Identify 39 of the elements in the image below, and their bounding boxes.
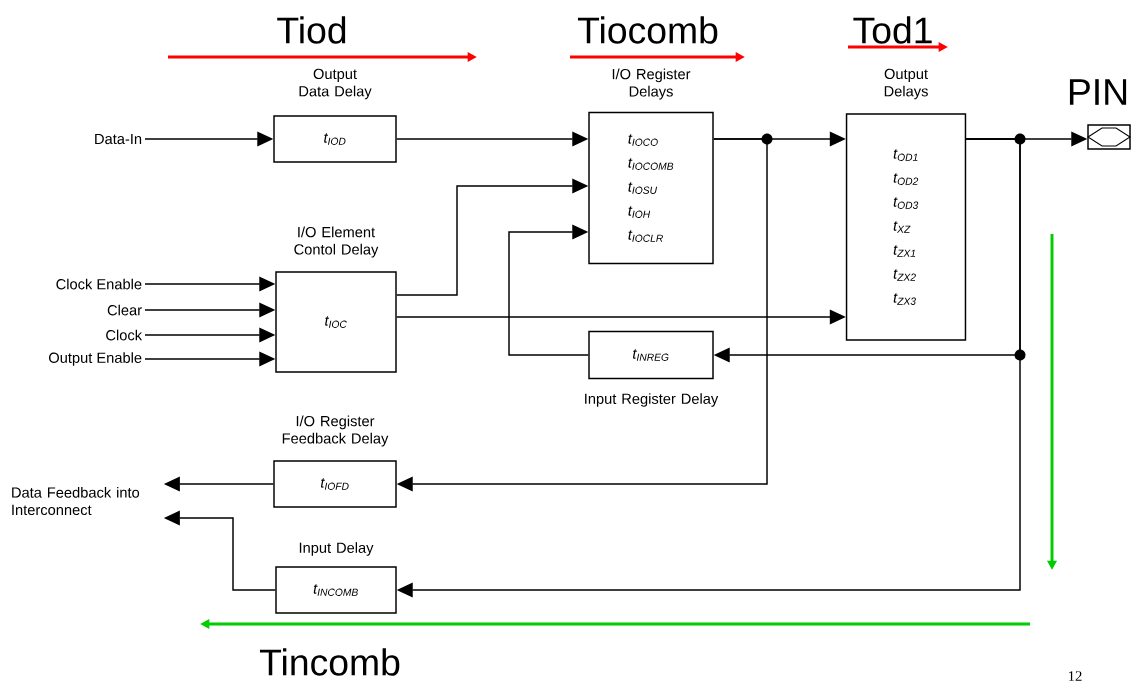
node-label: t$_{OD1}$: [893, 149, 918, 161]
box-heading: I/O Register Delays: [612, 68, 691, 100]
node-label: t$_{IOH}$: [628, 206, 651, 218]
box-heading: Output Data Delay: [299, 68, 372, 100]
delay-box: t$_{IOFD}$: [273, 460, 397, 508]
node-label: t$_{OD2}$: [893, 173, 919, 185]
node-label: t$_{OD3}$: [893, 197, 919, 209]
arrow: [508, 224, 589, 356]
box-heading: Input Delay: [299, 542, 374, 556]
box-heading: Output Delays: [884, 68, 928, 100]
signal-label: Data-In: [95, 133, 142, 145]
signal-label: Clear: [107, 304, 142, 316]
node-label: t$_{IOSU}$: [628, 182, 658, 194]
node-label: t$_{ZX3}$: [893, 293, 916, 305]
delay-box: t$_{OD1}$ t$_{OD2}$ t$_{OD3}$ t$_{XZ}$ t$_{ZX1}$ t$_{ZX2}$ t$_{ZX3}$: [845, 113, 967, 341]
node-label: t$_{IOCOMB}$: [628, 158, 674, 170]
node-label: t$_{ZX1}$: [893, 245, 916, 257]
node-label: t$_{XZ}$: [893, 221, 911, 233]
node-label: t$_{ZX2}$: [893, 269, 916, 281]
delay-box: t$_{INCOMB}$: [275, 566, 397, 614]
node-label: t$_{IOCO}$: [628, 134, 658, 146]
delay-box: t$_{IOC}$: [275, 271, 397, 373]
delay-box: t$_{IOCO}$ t$_{IOCOMB}$ t$_{IOSU}$ t$_{IOH}$ t$_{IOCLR}$: [588, 111, 714, 265]
timing-label: Tiocomb: [577, 16, 718, 44]
signal-label: Clock Enable: [56, 278, 142, 290]
box-heading: I/O Register Feedback Delay: [282, 415, 389, 447]
box-heading: Input Register Delay: [585, 393, 719, 407]
signal-label: Data Feedback into Interconnect: [12, 486, 140, 516]
timing-label: Tincomb: [259, 648, 400, 676]
timing-label: Tiod: [277, 16, 346, 44]
timing-label: 12: [1068, 671, 1082, 681]
box-heading: I/O Element Contol Delay: [294, 226, 379, 258]
delay-box: t$_{INREG}$: [588, 330, 714, 380]
delay-box: t$_{IOD}$: [273, 115, 397, 163]
box-heading: PIN: [1069, 79, 1127, 105]
signal-label: Output Enable: [49, 352, 142, 366]
node-label: t$_{IOCLR}$: [628, 230, 663, 242]
signal-label: Clock: [106, 329, 143, 341]
timing-label: Tod1: [853, 16, 932, 44]
